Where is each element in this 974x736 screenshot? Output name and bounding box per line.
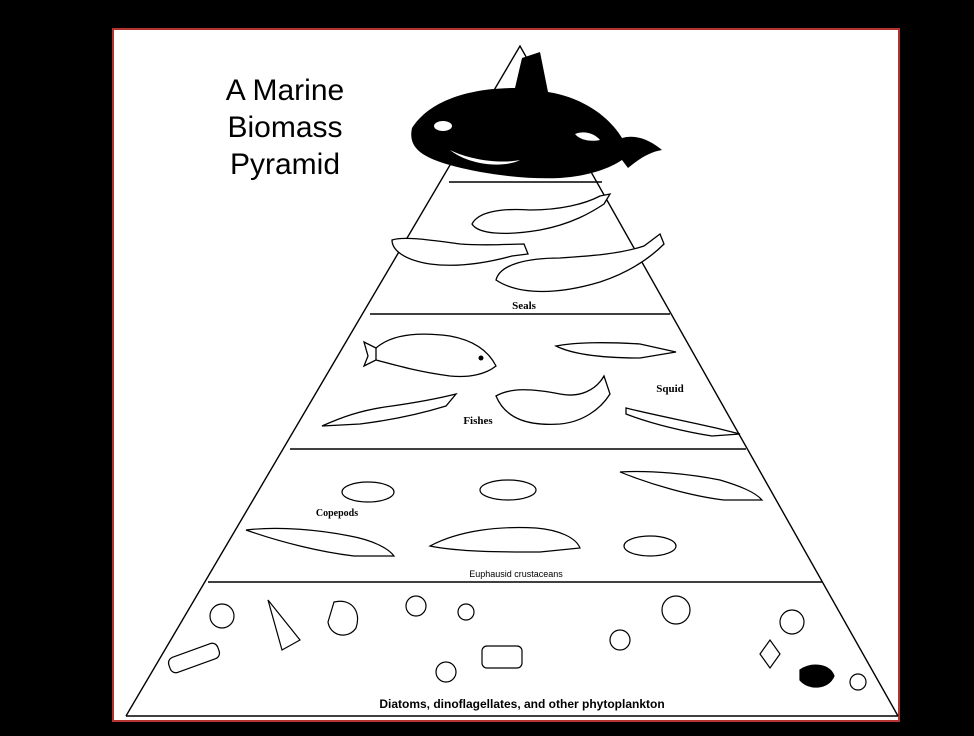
squid-icon (322, 394, 456, 426)
copepod-icon (342, 482, 394, 502)
killer-whale-icon (411, 52, 662, 178)
plankton-icon (167, 642, 221, 675)
plankton-icon (458, 604, 474, 620)
squid-icon (626, 408, 740, 436)
seal-group (392, 194, 664, 292)
label-killer-whale: Killer whale (496, 165, 554, 177)
plankton-icon (328, 601, 358, 635)
plankton-icon (436, 662, 456, 682)
label-phytoplankton: Diatoms, dinoflagellates, and other phyt… (379, 697, 664, 711)
fish-tail-icon (364, 342, 376, 366)
euphausid-icon (246, 528, 394, 556)
plankton-icon (850, 674, 866, 690)
euphausid-icon (430, 528, 580, 552)
label-seals: Seals (512, 300, 537, 312)
plankton-icon (760, 640, 780, 668)
plankton-icon (406, 596, 426, 616)
seal-icon (392, 238, 528, 265)
squid-icon (556, 343, 676, 358)
seal-icon (496, 234, 664, 292)
euphausid-icon (620, 471, 762, 500)
plankton-icon (662, 596, 690, 624)
fish-icon (372, 334, 496, 376)
fish-icon (496, 376, 610, 424)
plankton-icon (268, 600, 300, 650)
plankton-icon (780, 610, 804, 634)
label-fishes: Fishes (463, 415, 493, 427)
label-euphausid-crustaceans: Euphausid crustaceans (469, 569, 563, 579)
label-squid: Squid (656, 383, 684, 395)
seal-icon (472, 194, 610, 233)
label-copepods: Copepods (316, 508, 358, 519)
copepod-icon (480, 480, 536, 500)
copepod-icon (624, 536, 676, 556)
plankton-icon (610, 630, 630, 650)
plankton-icon (210, 604, 234, 628)
plankton-icon (482, 646, 522, 668)
phytoplankton-group (167, 596, 866, 690)
plankton-icon (800, 665, 834, 687)
